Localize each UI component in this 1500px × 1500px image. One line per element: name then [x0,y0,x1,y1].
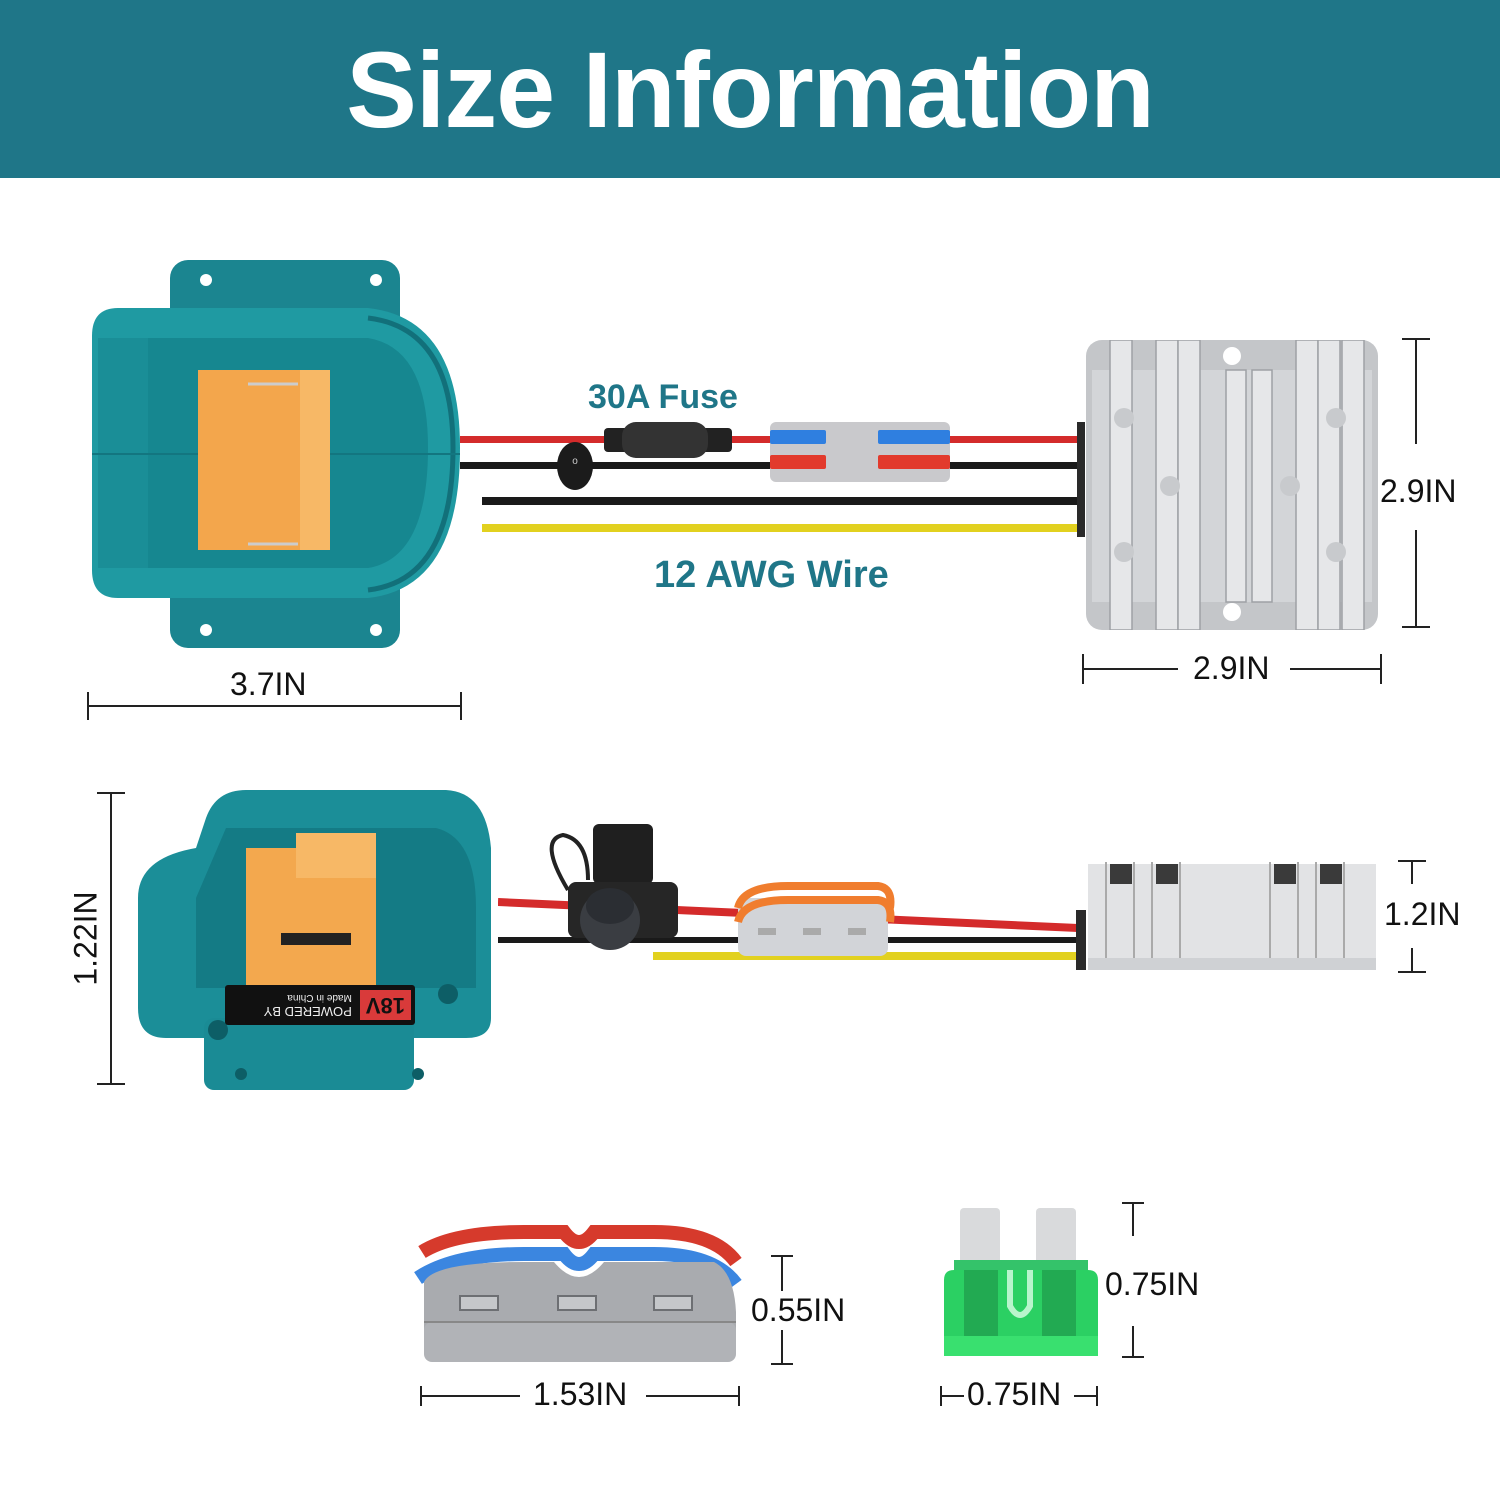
converter-width-label: 2.9IN [1193,650,1270,686]
page-title: Size Information [346,28,1155,150]
wiring-harness-top-view: o [460,420,1085,540]
wire-gauge-label: 12 AWG Wire [654,554,889,596]
adapter-width-line [88,705,462,707]
connector-width-line [420,1395,520,1397]
blade-fuse-30a [940,1204,1100,1360]
dim-tick [1398,971,1426,973]
fuse-width-label: 0.75IN [967,1376,1062,1412]
converter-width-line [1082,668,1178,670]
fuse-width-line [1074,1395,1098,1397]
converter-height-line [1415,530,1417,628]
dim-tick [460,692,462,720]
converter-side-height-label: 1.2IN [1384,896,1461,932]
dc-converter-side-view [1088,862,1376,970]
dim-tick [97,1083,125,1085]
voltage-badge: 18V [359,990,411,1020]
dim-tick [1380,654,1382,684]
connector-height-label: 0.55IN [751,1292,846,1328]
connector-width-line [646,1395,740,1397]
converter-side-height-line [1411,948,1413,972]
lever-wire-connector [414,1222,744,1364]
fuse-height-line [1132,1202,1134,1236]
dim-tick [87,692,89,720]
connector-width-label: 1.53IN [533,1376,628,1412]
badge-line-1: POWERED BY [263,1003,352,1019]
badge-line-2: Made in China [287,992,352,1004]
wiring-harness-side-view [498,800,1088,980]
fuse-label: 30A Fuse [588,378,738,416]
converter-height-label: 2.9IN [1380,473,1457,509]
converter-height-line [1415,338,1417,444]
dim-tick [1122,1356,1144,1358]
header-banner: Size Information [0,0,1500,178]
dim-tick [1096,1386,1098,1406]
dim-tick [771,1363,793,1365]
svg-text:o: o [572,456,578,467]
dim-tick [738,1386,740,1406]
powered-by-badge: 18V POWERED BY Made in China [225,985,415,1025]
fuse-height-line [1132,1326,1134,1356]
battery-adapter-side-view [136,788,501,1093]
fuse-height-label: 0.75IN [1105,1266,1200,1302]
adapter-height-line [110,792,112,1084]
battery-adapter-top-view [88,258,463,650]
converter-side-height-line [1411,860,1413,884]
connector-height-line [781,1330,783,1364]
adapter-width-label: 3.7IN [230,666,307,702]
converter-width-line [1290,668,1382,670]
adapter-height-label: 1.22IN [67,891,104,986]
dim-tick [1402,626,1430,628]
dc-converter-top-view [1086,340,1378,630]
connector-height-line [781,1255,783,1291]
fuse-width-line [940,1395,964,1397]
